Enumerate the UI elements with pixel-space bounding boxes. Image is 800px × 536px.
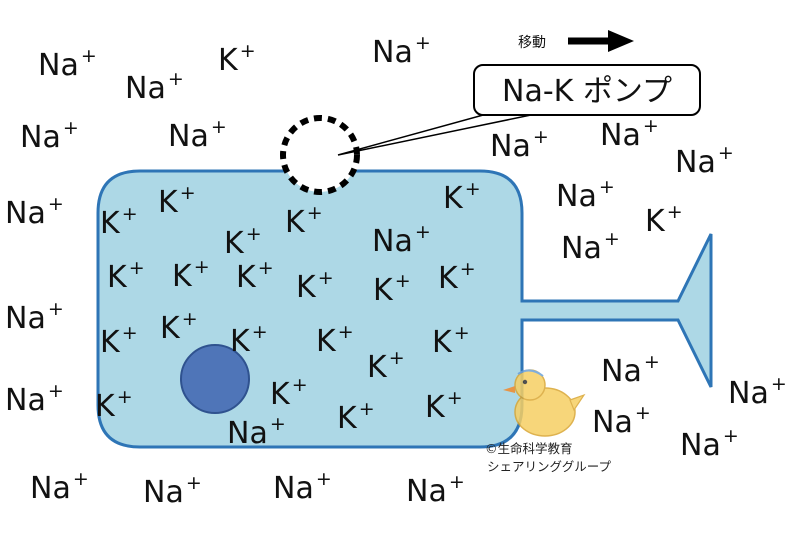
- k-ion-label-inside: K+: [100, 322, 138, 360]
- na-ion-label-outside: Na+: [372, 32, 431, 70]
- k-ion-label-inside: K+: [236, 257, 274, 295]
- na-ion-label-outside: Na+: [728, 373, 787, 411]
- k-ion-label-inside: K+: [107, 257, 145, 295]
- callout-label: Na-K ポンプ: [502, 74, 672, 109]
- callout-box: [473, 64, 701, 116]
- k-ion-label-inside: K+: [270, 374, 308, 412]
- duck-mascot-icon: [503, 369, 586, 437]
- na-ion-label-outside: Na+: [561, 228, 620, 266]
- cell-body: [96, 169, 713, 449]
- na-ion-label-outside: Na+: [680, 425, 739, 463]
- k-ion-label-inside: K+: [337, 398, 375, 436]
- na-ion-label-outside: Na+: [143, 472, 202, 510]
- na-ion-label-outside: Na+: [168, 116, 227, 154]
- na-ion-label-outside: Na+: [556, 176, 615, 214]
- na-ion-label-outside: Na+: [592, 402, 651, 440]
- na-ion-label-outside: Na+: [5, 193, 64, 231]
- na-ion-label-outside: Na+: [30, 468, 89, 506]
- k-ion-label-inside: K+: [432, 322, 470, 360]
- na-ion-label-outside: Na+: [125, 68, 184, 106]
- na-ion-label-outside: Na+: [406, 471, 465, 509]
- na-ion-label-inside: Na+: [372, 221, 431, 259]
- k-ion-label-inside: K+: [160, 308, 198, 346]
- k-ion-label-inside: K+: [224, 223, 262, 261]
- move-label: 移動: [518, 35, 546, 51]
- ion-labels: Na+Na+Na+Na+Na+Na+Na+Na+Na+Na+Na+Na+Na+N…: [5, 32, 787, 510]
- na-ion-label-outside: Na+: [5, 380, 64, 418]
- na-ion-label-outside: Na+: [675, 142, 734, 180]
- k-ion-label-inside: K+: [95, 386, 133, 424]
- k-ion-label-inside: K+: [285, 202, 323, 240]
- k-ion-label-inside: K+: [425, 387, 463, 425]
- nucleus: [180, 344, 250, 414]
- na-ion-label-outside: Na+: [20, 117, 79, 155]
- k-ion-label-inside: K+: [367, 347, 405, 385]
- credit-line-2: シェアリンググループ: [487, 459, 612, 474]
- na-ion-label-outside: Na+: [38, 45, 97, 83]
- na-ion-label-outside: Na+: [273, 468, 332, 506]
- k-ion-label-inside: K+: [443, 178, 481, 216]
- k-ion-label-inside: K+: [100, 203, 138, 241]
- k-ion-label-inside: K+: [172, 256, 210, 294]
- callout-join-mask: [507, 108, 559, 113]
- k-ion-label-outside: K+: [645, 201, 683, 239]
- na-ion-label-inside: Na+: [227, 413, 286, 451]
- move-arrow-icon: [608, 30, 634, 52]
- na-ion-label-outside: Na+: [600, 115, 659, 153]
- k-ion-label-inside: K+: [316, 321, 354, 359]
- na-ion-label-outside: Na+: [5, 298, 64, 336]
- na-ion-label-outside: Na+: [601, 351, 660, 389]
- k-ion-label-inside: K+: [373, 270, 411, 308]
- k-ion-label-inside: K+: [438, 258, 476, 296]
- k-ion-label-inside: K+: [230, 321, 268, 359]
- k-ion-label-inside: K+: [158, 182, 196, 220]
- k-ion-label-outside: K+: [218, 40, 256, 78]
- na-k-pump-channel: [280, 115, 360, 195]
- credit-line-1: ©生命科学教育: [485, 441, 573, 456]
- k-ion-label-inside: K+: [296, 267, 334, 305]
- na-ion-label-outside: Na+: [490, 126, 549, 164]
